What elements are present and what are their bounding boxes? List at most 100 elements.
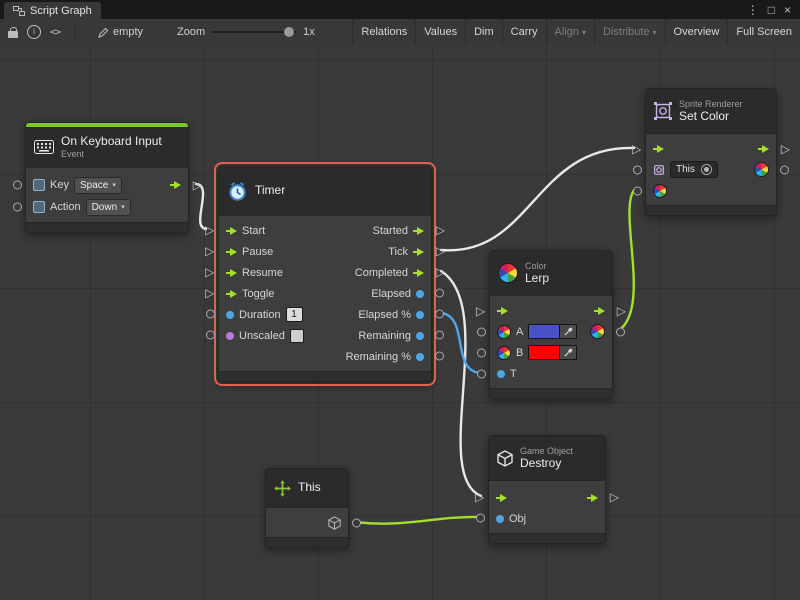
gameobject-output-icon[interactable] (328, 516, 341, 530)
window-close-button[interactable]: × (780, 3, 795, 17)
a-eyedropper-icon[interactable] (559, 325, 576, 338)
duration-input[interactable]: 1 (286, 307, 303, 322)
wire-timer-completed-to-destroy[interactable] (441, 271, 481, 496)
b-eyedropper-icon[interactable] (559, 346, 576, 359)
wire-timer-elapsedpct-to-lerp-t[interactable] (441, 313, 482, 373)
started-flow-arrow-icon[interactable] (413, 227, 424, 235)
timer-remaining-percent-port[interactable] (435, 352, 444, 361)
destroy-flow-in-arrow-icon[interactable] (496, 494, 507, 502)
wire-this-to-destroy-obj[interactable] (355, 517, 481, 524)
toggle-flow-arrow-icon[interactable] (226, 290, 237, 298)
tick-flow-arrow-icon[interactable] (413, 248, 424, 256)
tab-script-graph[interactable]: Script Graph (4, 2, 101, 19)
setcolor-flow-in-port[interactable] (632, 143, 641, 155)
color-input-icon[interactable] (653, 184, 667, 198)
lerp-flow-in-port[interactable] (476, 305, 485, 317)
node-color-lerp[interactable]: Color Lerp A B (489, 250, 613, 399)
node-set-color[interactable]: Sprite Renderer Set Color This (645, 88, 777, 216)
timer-resume-port[interactable] (205, 266, 214, 278)
lerp-output-color-icon[interactable] (590, 324, 605, 339)
destroy-flow-out-port[interactable] (610, 491, 619, 503)
setcolor-output-color-icon[interactable] (754, 162, 769, 177)
window-maximize-button[interactable]: □ (764, 3, 779, 17)
timer-remaining-port[interactable] (435, 331, 444, 340)
setcolor-target-port[interactable] (633, 166, 642, 175)
t-port-dot[interactable] (497, 370, 505, 378)
timer-toggle-port[interactable] (205, 287, 214, 299)
window-menu-button[interactable]: ⋮ (743, 3, 763, 17)
pause-flow-arrow-icon[interactable] (226, 248, 237, 256)
relations-button[interactable]: Relations (352, 19, 415, 45)
trigger-flow-arrow-icon[interactable] (170, 181, 181, 189)
align-button[interactable]: Align▾ (546, 19, 594, 45)
timer-start-port[interactable] (205, 224, 214, 236)
code-view-icon[interactable] (50, 27, 60, 38)
elapsed-port-dot[interactable] (416, 290, 424, 298)
start-flow-arrow-icon[interactable] (226, 227, 237, 235)
duration-port-dot[interactable] (226, 311, 234, 319)
lerp-color-out-port[interactable] (616, 328, 625, 337)
info-icon[interactable] (27, 25, 41, 39)
b-color-swatch[interactable] (529, 346, 559, 359)
key-input-port[interactable] (13, 181, 22, 190)
lerp-flow-out-port[interactable] (617, 305, 626, 317)
obj-port-dot[interactable] (496, 515, 504, 523)
action-dropdown[interactable]: Down (86, 199, 131, 216)
trigger-output-port[interactable] (193, 179, 202, 191)
setcolor-flow-out-arrow-icon[interactable] (758, 145, 769, 153)
setcolor-color-out-port[interactable] (780, 166, 789, 175)
dim-button[interactable]: Dim (465, 19, 502, 45)
unscaled-port-dot[interactable] (226, 332, 234, 340)
b-color-field[interactable] (528, 345, 577, 360)
setcolor-color-port[interactable] (633, 187, 642, 196)
target-field[interactable]: This (670, 161, 718, 178)
key-dropdown[interactable]: Space (74, 177, 122, 194)
node-timer[interactable]: Timer Start Started Pause Tick Resume Co… (218, 166, 432, 382)
node-this[interactable]: This (265, 468, 349, 548)
a-color-swatch[interactable] (529, 325, 559, 338)
graph-canvas[interactable]: On Keyboard Input Event Key Space Action… (0, 45, 800, 600)
timer-completed-port[interactable] (436, 266, 445, 278)
zoom-slider-handle[interactable] (284, 27, 294, 37)
timer-elapsed-port[interactable] (435, 289, 444, 298)
resume-flow-arrow-icon[interactable] (226, 269, 237, 277)
unscaled-checkbox[interactable] (290, 329, 304, 343)
timer-unscaled-port[interactable] (206, 331, 215, 340)
remaining-percent-port-dot[interactable] (416, 353, 424, 361)
destroy-obj-port[interactable] (476, 514, 485, 523)
timer-pause-port[interactable] (205, 245, 214, 257)
elapsed-percent-port-dot[interactable] (416, 311, 424, 319)
remaining-port-dot[interactable] (416, 332, 424, 340)
lock-icon[interactable] (8, 27, 18, 38)
timer-tick-port[interactable] (436, 245, 445, 257)
distribute-button[interactable]: Distribute▾ (594, 19, 664, 45)
graph-name: empty (113, 26, 143, 38)
timer-elapsed-percent-port[interactable] (435, 310, 444, 319)
action-input-port[interactable] (13, 203, 22, 212)
lerp-flow-in-arrow-icon[interactable] (497, 307, 508, 315)
lerp-t-port[interactable] (477, 370, 486, 379)
destroy-flow-out-arrow-icon[interactable] (587, 494, 598, 502)
lerp-flow-out-arrow-icon[interactable] (594, 307, 605, 315)
object-picker-icon[interactable] (701, 164, 712, 175)
timer-started-port[interactable] (436, 224, 445, 236)
overview-button[interactable]: Overview (665, 19, 728, 45)
values-button[interactable]: Values (415, 19, 465, 45)
timer-duration-port[interactable] (206, 310, 215, 319)
this-output-port[interactable] (352, 519, 361, 528)
setcolor-flow-out-port[interactable] (781, 143, 790, 155)
completed-flow-arrow-icon[interactable] (413, 269, 424, 277)
node-destroy[interactable]: Game Object Destroy Obj (488, 435, 606, 544)
wire-timer-tick-to-setcolor[interactable] (441, 148, 634, 250)
setcolor-flow-in-arrow-icon[interactable] (653, 145, 664, 153)
a-color-field[interactable] (528, 324, 577, 339)
lerp-a-port[interactable] (477, 328, 486, 337)
node-on-keyboard-input[interactable]: On Keyboard Input Event Key Space Action… (25, 122, 189, 233)
destroy-flow-in-port[interactable] (475, 491, 484, 503)
full-screen-button[interactable]: Full Screen (727, 19, 800, 45)
lerp-b-port[interactable] (477, 349, 486, 358)
carry-button[interactable]: Carry (502, 19, 546, 45)
port-row-out (266, 512, 348, 533)
port-row: Remaining % (219, 346, 431, 367)
zoom-slider[interactable] (212, 25, 296, 39)
